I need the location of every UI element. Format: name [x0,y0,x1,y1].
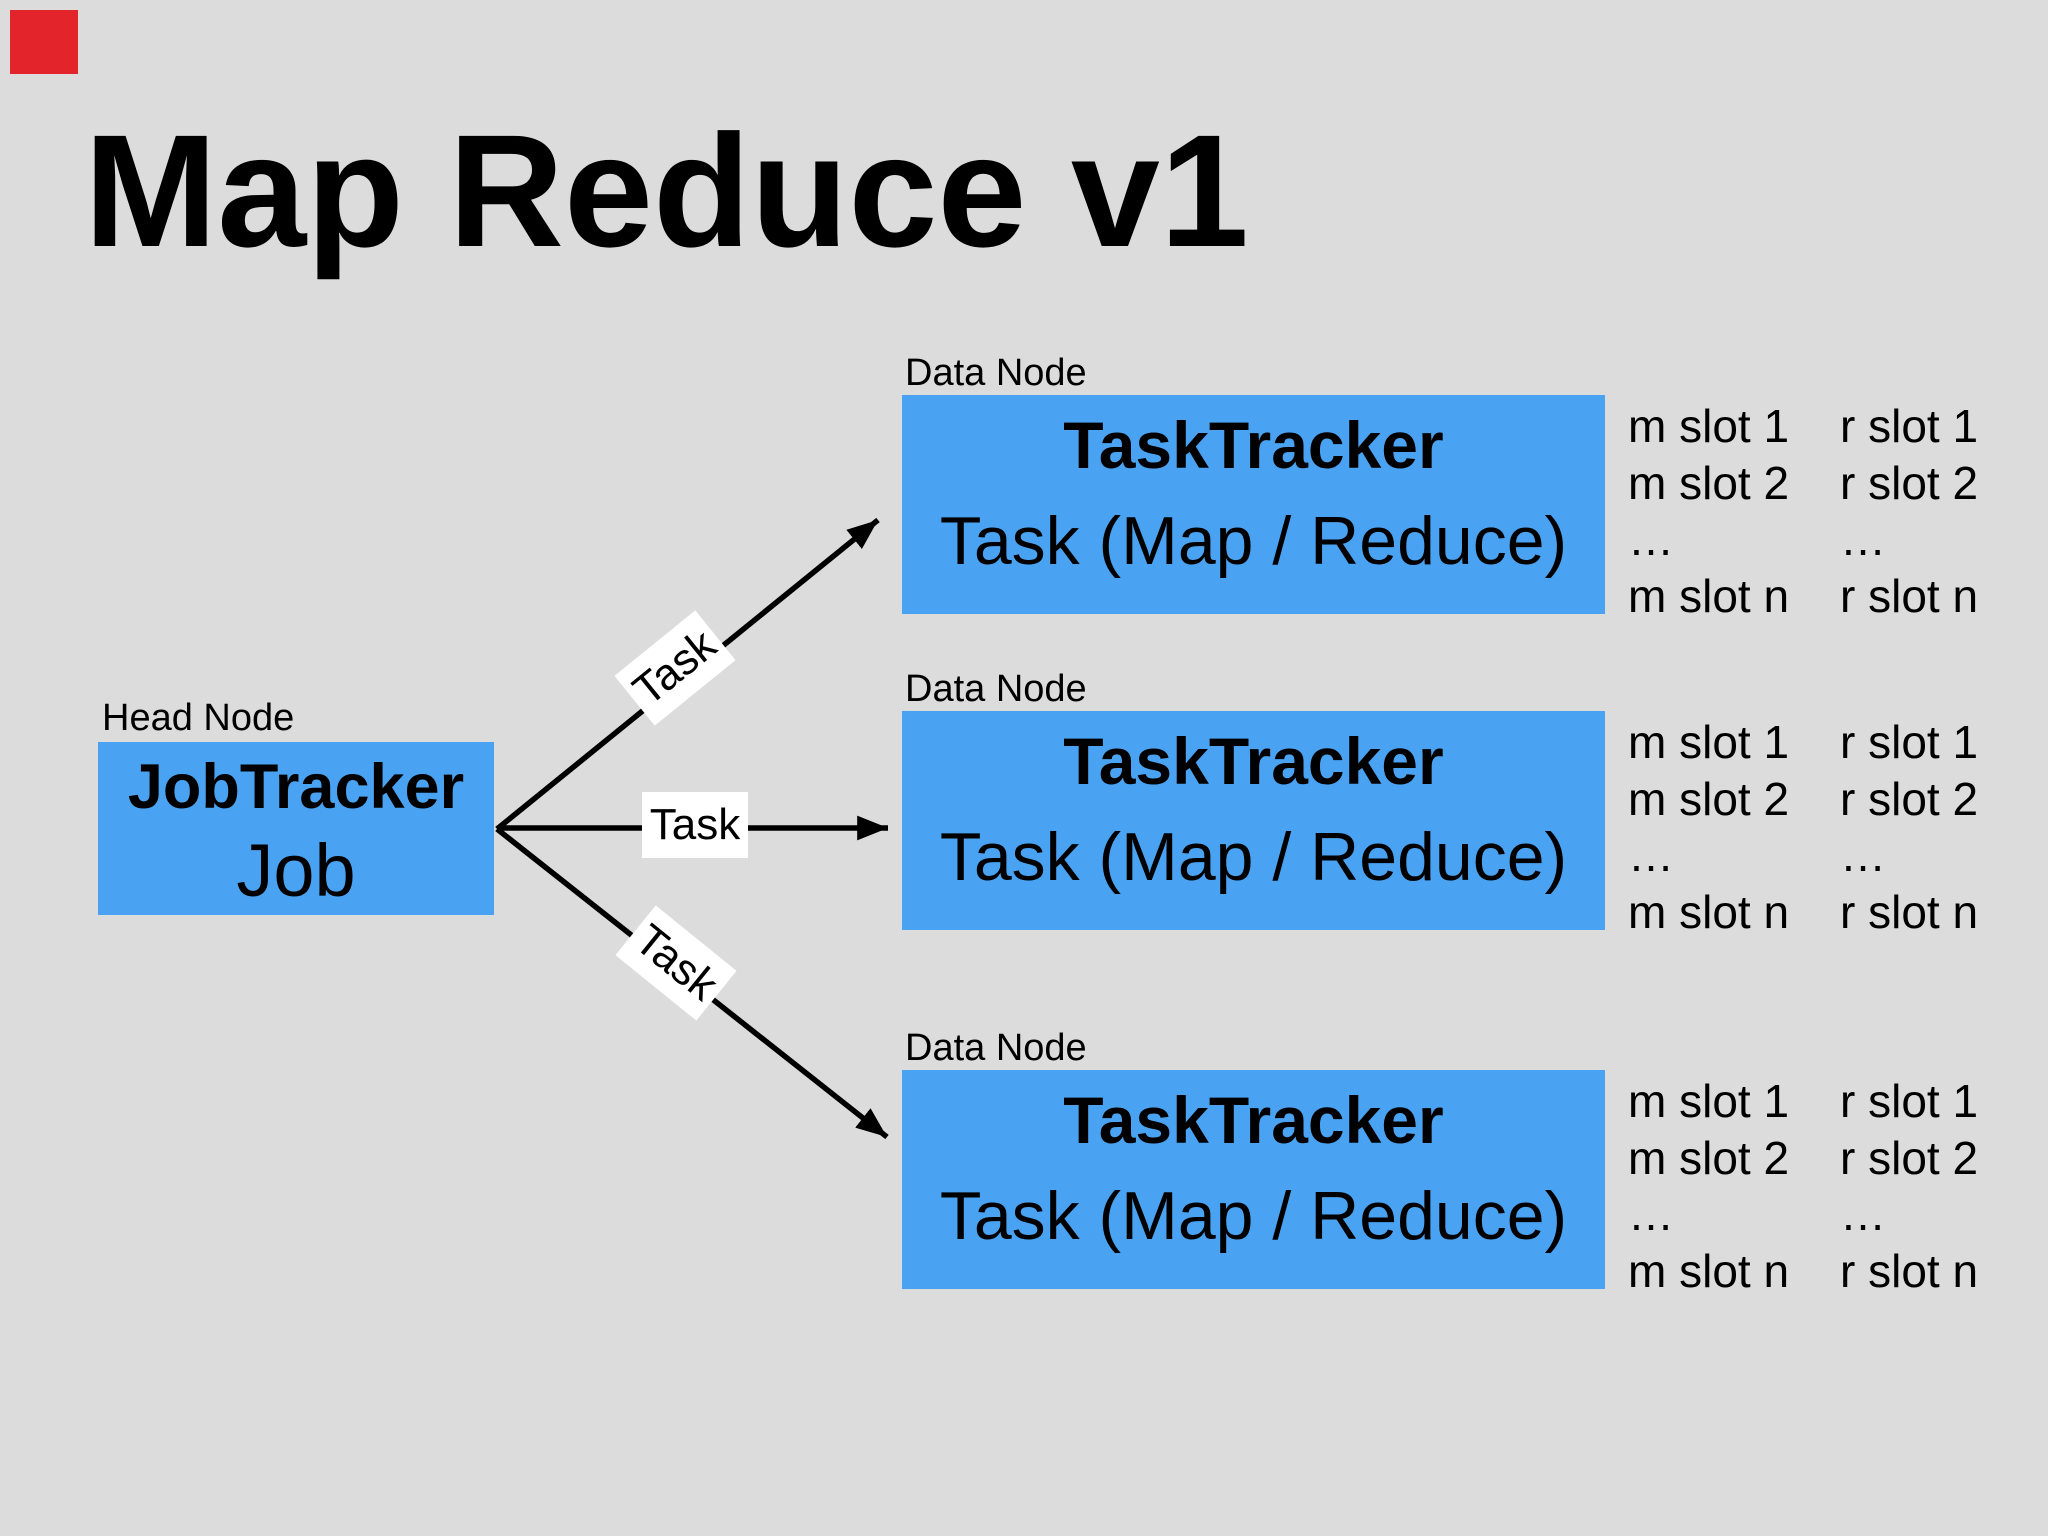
tasktracker-title: TaskTracker [1063,1083,1444,1157]
map-slot-ellipsis: … [1628,829,1674,881]
red-annotation-marker [10,10,78,74]
map-slot: m slot n [1628,569,1790,622]
head-node-label: Head Node [102,697,295,739]
slot-row: … … [1628,1186,1978,1243]
map-slot: m slot 2 [1628,1131,1790,1184]
reduce-slot: r slot n [1840,569,1979,622]
map-slot: m slot n [1628,885,1790,938]
tasktracker-title: TaskTracker [1063,724,1444,798]
reduce-slot: r slot 1 [1840,716,1979,768]
task-arrow-label-2: Task [642,792,748,858]
map-slot: m slot n [1628,1244,1790,1297]
map-slot: m slot 1 [1628,1075,1790,1127]
slot-row: … … [1628,511,1978,568]
reduce-slot: r slot 1 [1840,1075,1979,1127]
reduce-slot: r slot 2 [1840,1131,1979,1184]
tasktracker-box: TaskTracker Task (Map / Reduce) [902,711,1605,930]
data-node-label: Data Node [905,1027,1087,1069]
map-slot: m slot 2 [1628,456,1790,509]
tasktracker-subtitle: Task (Map / Reduce) [939,503,1568,579]
reduce-slot: r slot 1 [1840,400,1979,452]
reduce-slot-ellipsis: … [1840,1188,1886,1240]
tasktracker-subtitle: Task (Map / Reduce) [939,819,1568,895]
data-node-label: Data Node [905,668,1087,710]
data-node-label: Data Node [905,352,1087,394]
jobtracker-subtitle: Job [236,829,356,912]
tasktracker-subtitle: Task (Map / Reduce) [939,1178,1568,1254]
slot-row: m slot n r slot n [1628,568,1978,625]
reduce-slot-ellipsis: … [1840,829,1886,881]
slot-row: m slot n r slot n [1628,884,1978,941]
slot-row: m slot 2 r slot 2 [1628,771,1978,828]
tasktracker-title: TaskTracker [1063,408,1444,482]
reduce-slot: r slot n [1840,885,1979,938]
map-slot-ellipsis: … [1628,513,1674,565]
reduce-slot-ellipsis: … [1840,513,1886,565]
slot-list: m slot 1 r slot 1 m slot 2 r slot 2 … … … [1628,1073,1978,1299]
slot-row: m slot n r slot n [1628,1243,1978,1300]
slot-row: m slot 2 r slot 2 [1628,1130,1978,1187]
tasktracker-box: TaskTracker Task (Map / Reduce) [902,1070,1605,1289]
slot-row: m slot 1 r slot 1 [1628,1073,1978,1130]
reduce-slot: r slot 2 [1840,456,1979,509]
map-slot: m slot 1 [1628,716,1790,768]
map-slot-ellipsis: … [1628,1188,1674,1240]
slide-title: Map Reduce v1 [84,101,1249,280]
slot-row: m slot 1 r slot 1 [1628,714,1978,771]
reduce-slot: r slot n [1840,1244,1979,1297]
slot-list: m slot 1 r slot 1 m slot 2 r slot 2 … … … [1628,398,1978,624]
tasktracker-box: TaskTracker Task (Map / Reduce) [902,395,1605,614]
map-slot: m slot 1 [1628,400,1790,452]
slot-row: m slot 2 r slot 2 [1628,455,1978,512]
slot-row: m slot 1 r slot 1 [1628,398,1978,455]
reduce-slot: r slot 2 [1840,772,1979,825]
jobtracker-title: JobTracker [127,752,465,822]
map-slot: m slot 2 [1628,772,1790,825]
jobtracker-box: JobTracker Job [98,742,494,915]
slot-list: m slot 1 r slot 1 m slot 2 r slot 2 … … … [1628,714,1978,940]
slot-row: … … [1628,827,1978,884]
